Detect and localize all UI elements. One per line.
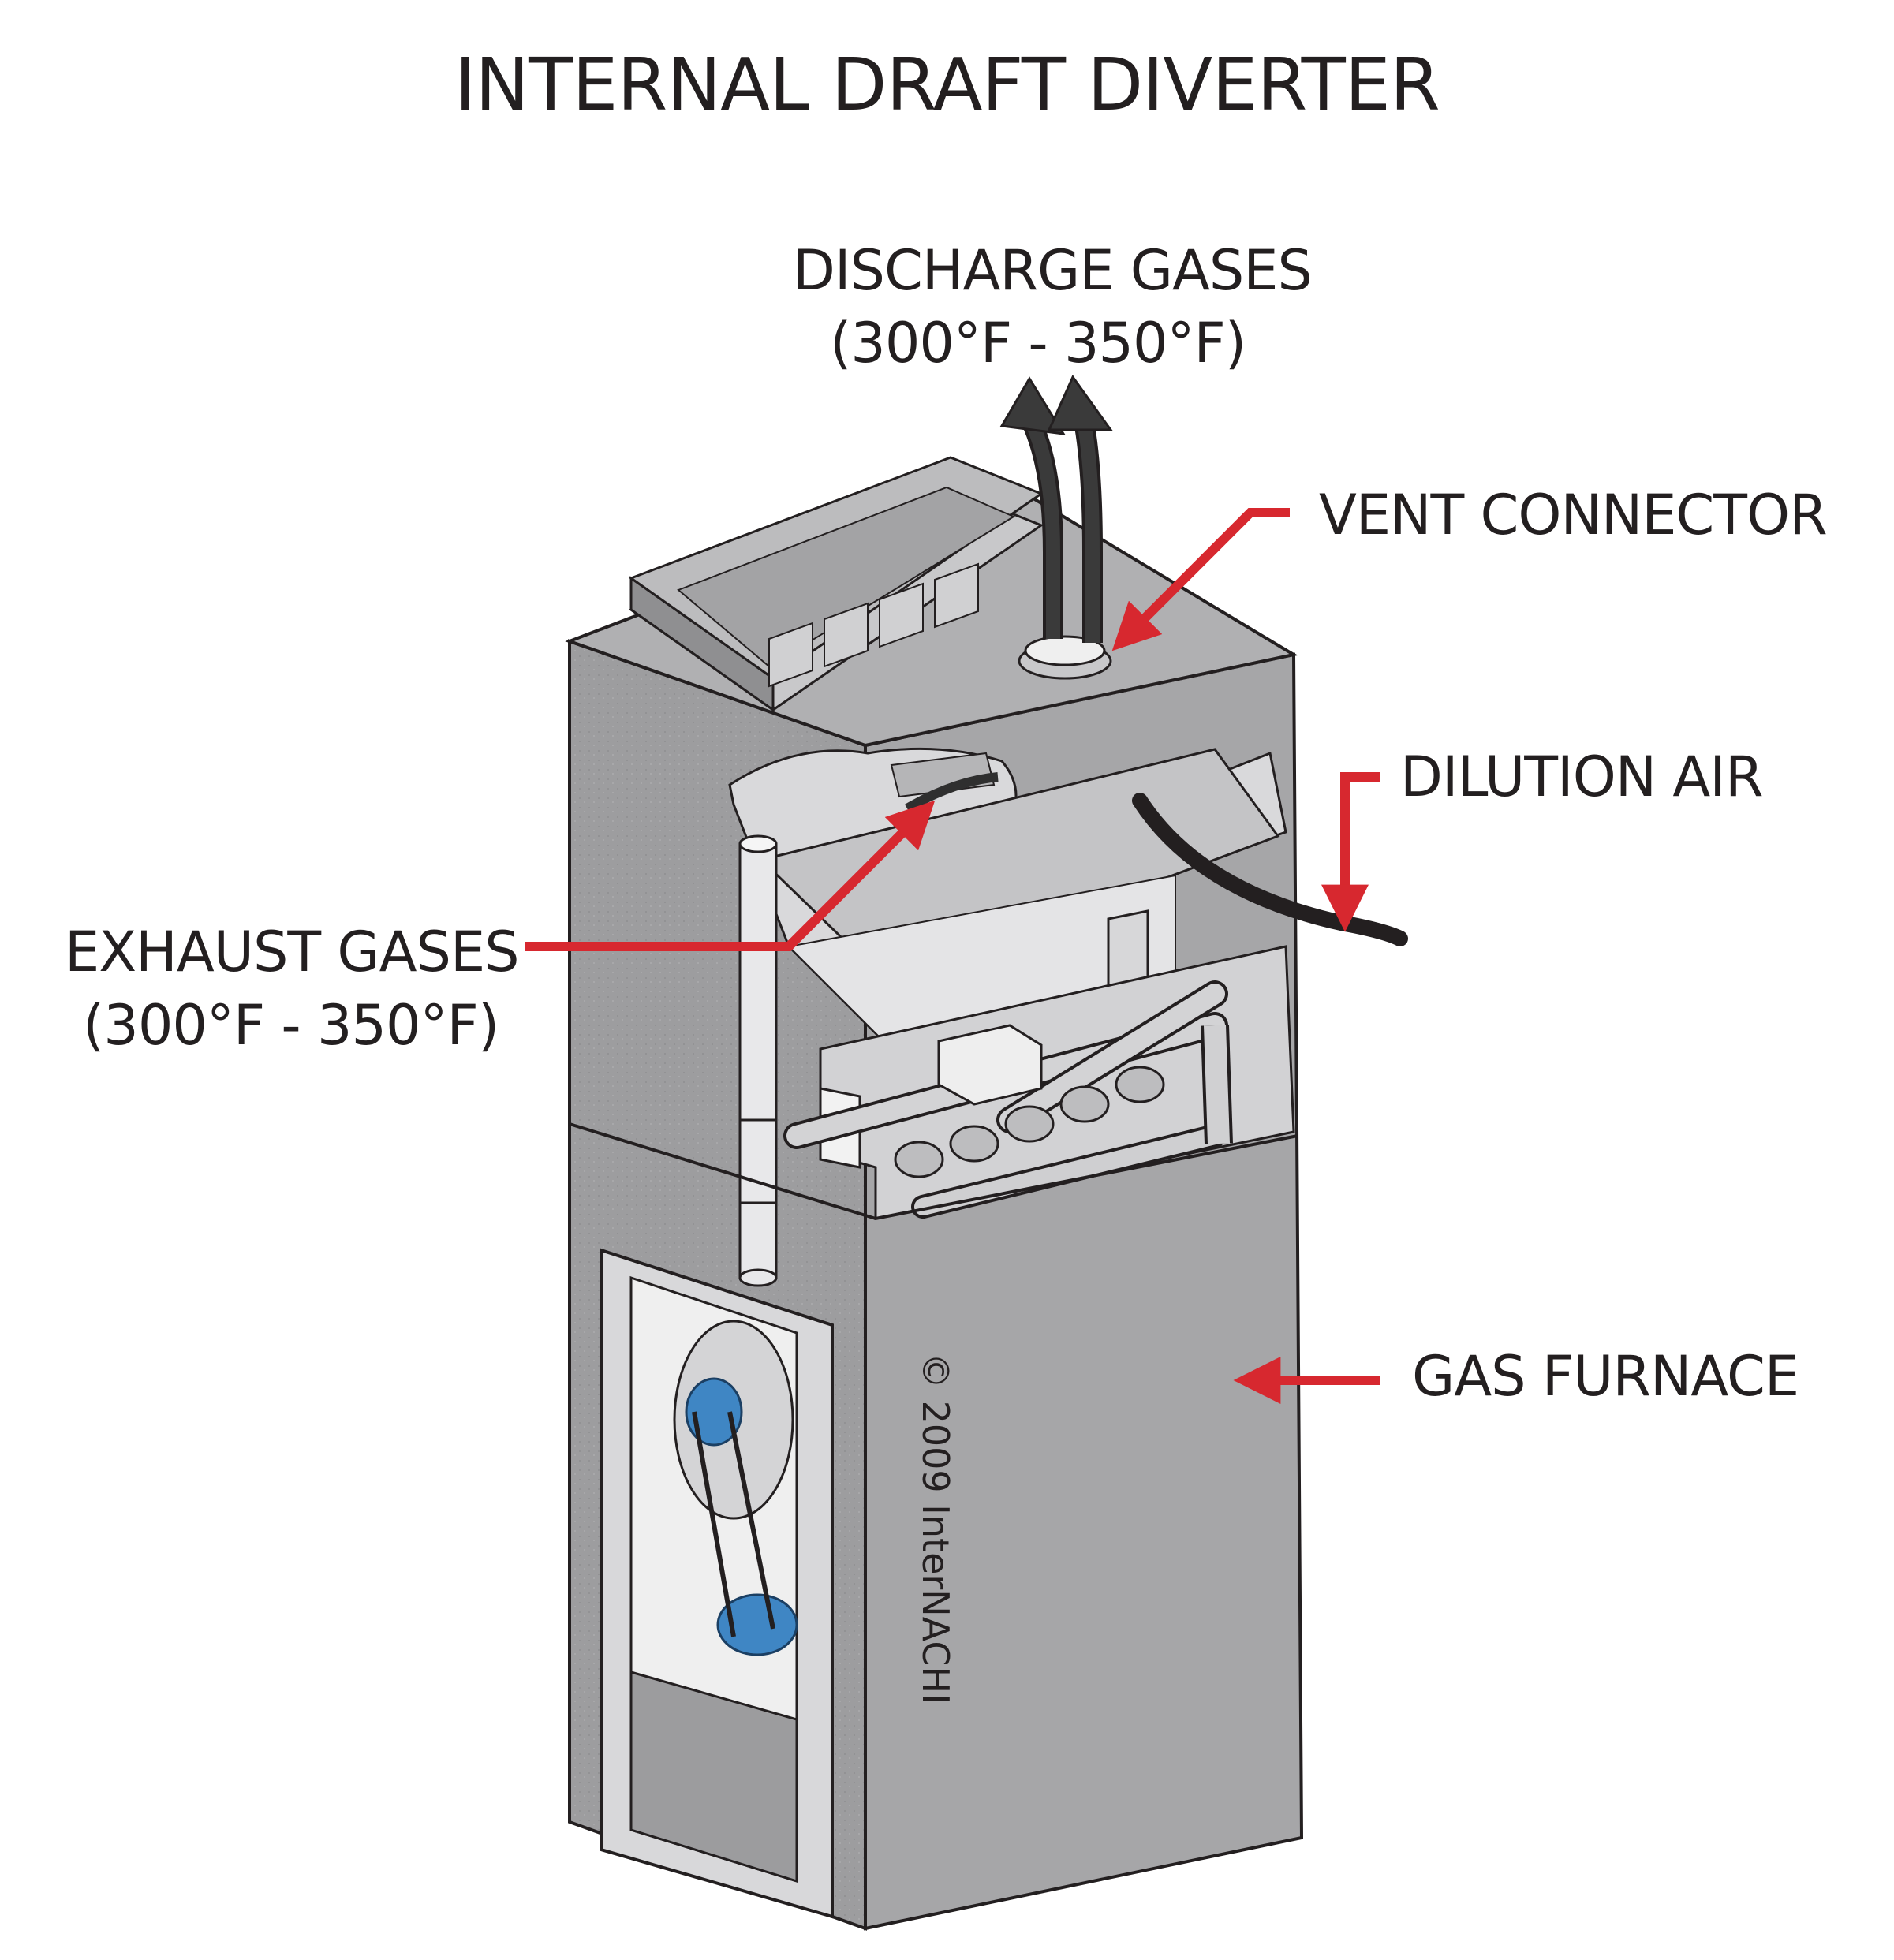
exhaust-gases-label: EXHAUST GASES xyxy=(65,920,520,984)
discharge-arrow-left-icon xyxy=(999,376,1066,435)
copyright-text: © 2009 InterNACHI xyxy=(914,1353,957,1704)
diagram-title: INTERNAL DRAFT DIVERTER xyxy=(454,43,1440,127)
dilution-air-label: DILUTION AIR xyxy=(1400,745,1764,809)
vent-connector-arrow xyxy=(1111,508,1290,651)
callout-arrows xyxy=(525,508,1380,1404)
discharge-gases-label: DISCHARGE GASES xyxy=(793,238,1313,303)
gas-furnace-label: GAS FURNACE xyxy=(1412,1344,1799,1409)
discharge-temp-label: (300°F - 350°F) xyxy=(830,311,1246,375)
cabinet-seam xyxy=(569,1122,1298,1221)
vent-connector-collar xyxy=(1018,635,1112,680)
burner-compartment xyxy=(783,945,1295,1220)
exhaust-gases-arrow xyxy=(525,800,936,951)
discharge-arrows xyxy=(999,375,1113,643)
dilution-air-arrow xyxy=(1321,772,1380,932)
flue-pipe xyxy=(738,834,778,1287)
blower-compartment xyxy=(600,1248,834,1919)
exhaust-temp-label: (300°F - 350°F) xyxy=(83,993,499,1058)
dilution-air-stream xyxy=(1132,793,1408,946)
discharge-arrow-right-icon xyxy=(1047,375,1113,431)
vent-connector-label: VENT CONNECTOR xyxy=(1319,483,1828,547)
supply-plenum xyxy=(628,456,1044,712)
